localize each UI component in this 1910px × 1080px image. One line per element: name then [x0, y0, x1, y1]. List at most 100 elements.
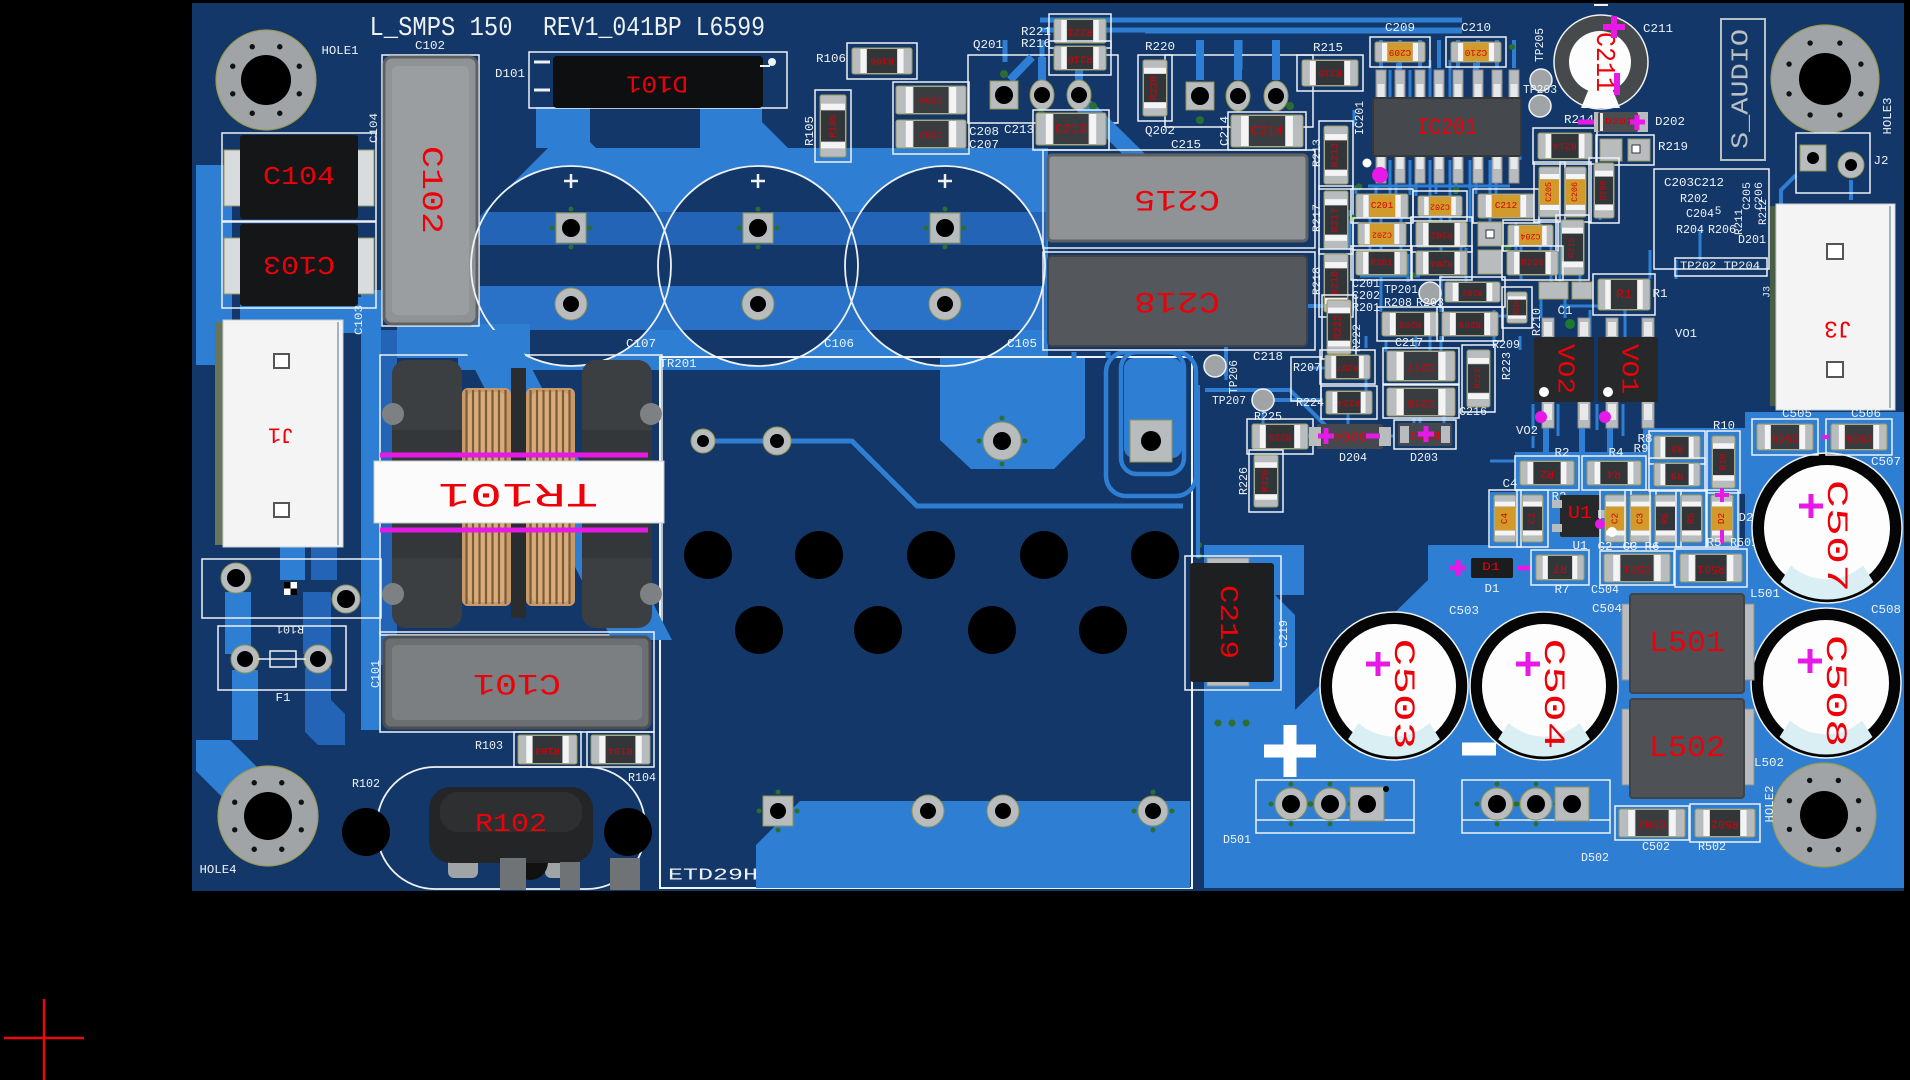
svg-text:VO1: VO1 [1675, 327, 1697, 341]
svg-text:D204: D204 [1339, 451, 1367, 465]
svg-text:C210: C210 [1465, 47, 1487, 57]
svg-text:R223: R223 [1500, 352, 1514, 380]
svg-text:C104: C104 [263, 162, 335, 192]
svg-text:C213: C213 [1055, 122, 1087, 137]
svg-text:C502: C502 [1642, 840, 1670, 854]
svg-text:R224: R224 [1296, 396, 1324, 410]
svg-text:J3: J3 [1763, 286, 1774, 298]
svg-text:TR201: TR201 [660, 357, 697, 371]
svg-text:VO2: VO2 [1516, 424, 1538, 438]
svg-text:C106: C106 [824, 337, 854, 351]
svg-text:TP207: TP207 [1212, 394, 1246, 408]
svg-text:R8: R8 [1671, 442, 1683, 453]
svg-text:R213: R213 [1312, 139, 1324, 167]
svg-text:R206: R206 [1708, 223, 1736, 237]
svg-text:HOLE4: HOLE4 [200, 863, 237, 877]
svg-text:R6: R6 [1661, 513, 1671, 524]
svg-text:C508: C508 [1871, 603, 1901, 617]
svg-text:R2: R2 [1540, 467, 1554, 479]
svg-text:R217: R217 [1331, 208, 1342, 233]
svg-text:R221: R221 [1068, 26, 1093, 37]
svg-text:C2: C2 [1611, 513, 1621, 524]
svg-text:C212: C212 [1495, 201, 1517, 211]
svg-text:L502: L502 [1754, 756, 1784, 770]
svg-text:R202: R202 [1430, 230, 1452, 240]
svg-text:R218: R218 [1312, 267, 1324, 295]
svg-text:R225: R225 [1269, 432, 1291, 442]
svg-text:C503: C503 [1449, 604, 1479, 618]
svg-text:R502: R502 [1711, 817, 1738, 829]
svg-text:L502: L502 [1649, 732, 1725, 766]
svg-text:R226: R226 [1261, 470, 1271, 492]
svg-text:U1: U1 [1568, 504, 1592, 524]
svg-text:C4: C4 [1503, 477, 1518, 491]
svg-text:R501: R501 [1730, 536, 1758, 550]
svg-text:R215: R215 [1313, 41, 1343, 55]
svg-text:R207: R207 [1337, 362, 1359, 372]
svg-text:R4: R4 [1607, 467, 1621, 479]
svg-text:R204: R204 [1676, 223, 1704, 237]
svg-text:C204: C204 [1520, 231, 1540, 240]
svg-text:R203: R203 [1462, 288, 1482, 297]
svg-text:D202: D202 [1605, 117, 1633, 127]
svg-text:ETD29H: ETD29H [668, 867, 758, 886]
svg-text:R219: R219 [1658, 140, 1688, 154]
svg-text:HOLE3: HOLE3 [1881, 98, 1895, 135]
svg-text:J3: J3 [1824, 314, 1852, 341]
svg-text:C103: C103 [263, 249, 335, 279]
svg-text:VO2: VO2 [1551, 344, 1578, 394]
svg-text:REV1_041BP L6599: REV1_041BP L6599 [543, 14, 765, 44]
svg-text:F1: F1 [276, 691, 291, 705]
svg-text:C207: C207 [969, 138, 999, 152]
svg-text:C205: C205 [1545, 182, 1554, 202]
svg-text:C1: C1 [1558, 304, 1573, 318]
svg-text:C211: C211 [1643, 22, 1673, 36]
svg-text:C505: C505 [1772, 431, 1799, 443]
svg-text:TP206: TP206 [1227, 360, 1241, 394]
svg-text:R225: R225 [1254, 410, 1282, 424]
svg-text:R206: R206 [1521, 258, 1543, 268]
svg-text:C3: C3 [1636, 513, 1646, 524]
svg-text:C3: C3 [1623, 540, 1638, 554]
svg-text:Q202: Q202 [1145, 124, 1175, 138]
svg-text:R223: R223 [1474, 368, 1483, 388]
svg-text:R216: R216 [1068, 53, 1093, 64]
svg-text:R7: R7 [1553, 562, 1567, 574]
svg-text:D208: D208 [1600, 180, 1609, 200]
svg-text:C206: C206 [1754, 182, 1766, 210]
svg-text:R222: R222 [1352, 324, 1364, 352]
svg-text:IC201: IC201 [1417, 115, 1477, 141]
svg-text:L501: L501 [1649, 627, 1725, 661]
svg-text:C206: C206 [1571, 182, 1580, 202]
svg-text:R201: R201 [1370, 258, 1392, 268]
svg-text:R101: R101 [276, 622, 304, 634]
svg-text:R106: R106 [816, 52, 846, 66]
svg-text:R5: R5 [1707, 536, 1722, 550]
svg-text:R502: R502 [1698, 840, 1726, 854]
svg-text:R9: R9 [1671, 469, 1683, 480]
svg-text:TR101: TR101 [438, 473, 598, 511]
svg-text:C506: C506 [1846, 431, 1873, 443]
svg-text:R210: R210 [1530, 308, 1544, 336]
svg-text:C103: C103 [354, 305, 366, 335]
svg-text:C107: C107 [626, 337, 656, 351]
svg-text:C104: C104 [369, 113, 381, 143]
svg-text:R105: R105 [803, 116, 817, 146]
svg-text:C215: C215 [1171, 138, 1201, 152]
svg-text:C105: C105 [1007, 337, 1037, 351]
svg-text:R220: R220 [1145, 40, 1175, 54]
svg-text:C219: C219 [1213, 585, 1243, 659]
svg-text:C2: C2 [1528, 513, 1538, 524]
svg-text:VO1: VO1 [1615, 344, 1642, 394]
svg-text:IC201: IC201 [1353, 101, 1367, 135]
svg-text:Q201: Q201 [973, 38, 1003, 52]
svg-text:C503: C503 [1385, 639, 1419, 750]
svg-text:U1: U1 [1573, 539, 1588, 553]
svg-text:R217: R217 [1312, 204, 1324, 232]
svg-text:C101: C101 [473, 665, 561, 699]
svg-text:R1: R1 [1653, 287, 1668, 301]
svg-text:R501: R501 [1697, 562, 1725, 574]
svg-text:R224: R224 [1338, 398, 1360, 408]
svg-text:TP201: TP201 [1384, 283, 1418, 297]
svg-text:R213: R213 [1331, 143, 1342, 168]
